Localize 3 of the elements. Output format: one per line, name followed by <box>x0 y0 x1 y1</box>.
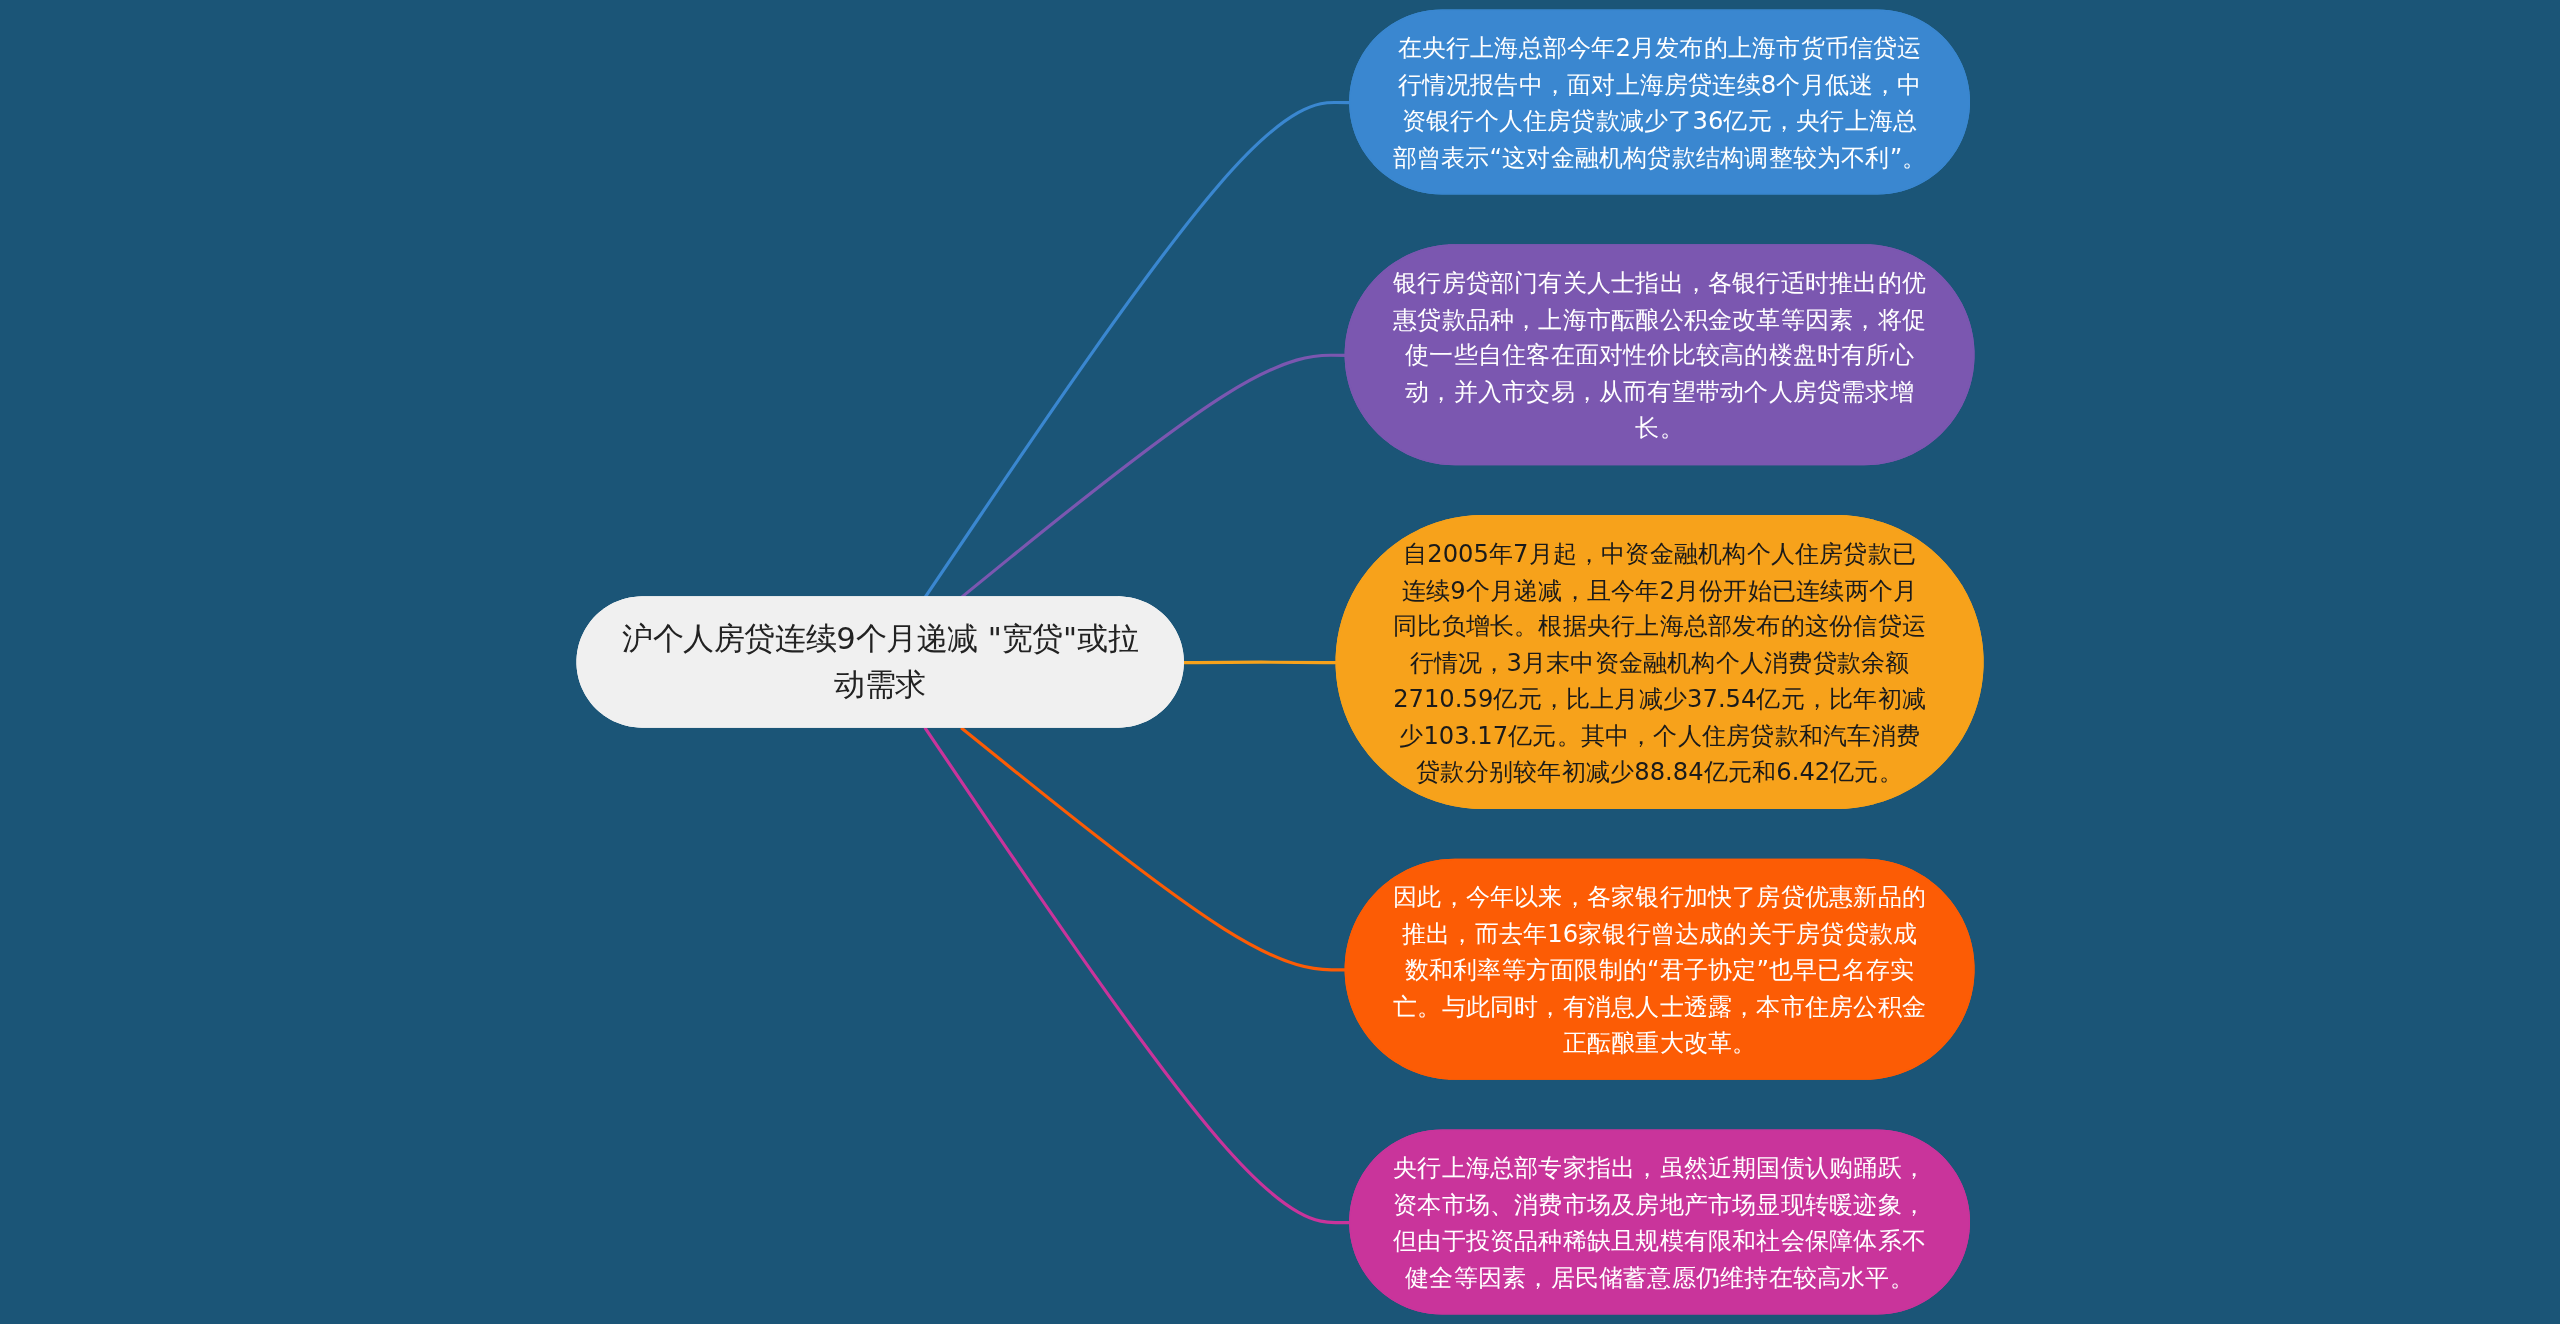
connector <box>960 726 1346 972</box>
connector <box>923 726 1351 1225</box>
connector <box>1183 660 1337 665</box>
